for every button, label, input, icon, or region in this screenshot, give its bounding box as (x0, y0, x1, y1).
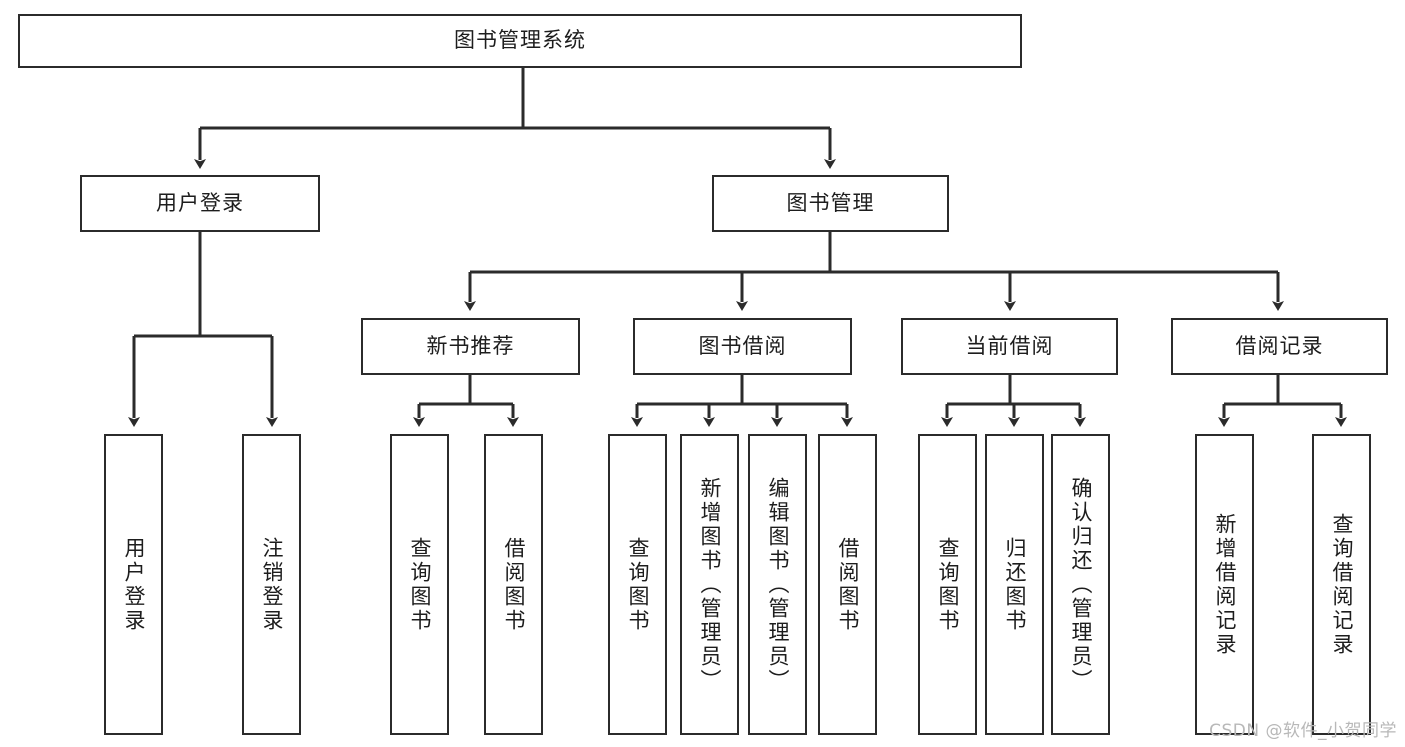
node-label: 查询图书 (936, 536, 960, 633)
watermark-text: CSDN @软件_小贺同学 (1209, 721, 1397, 741)
node-label: 新书推荐 (426, 333, 515, 358)
node-label: 新增图书（管理员） (698, 476, 722, 693)
node-borrow-record[interactable]: 借阅记录 (1171, 318, 1388, 375)
node-label: 查询图书 (626, 536, 650, 633)
node-label: 用户登录 (122, 536, 146, 633)
node-root-book-management-system[interactable]: 图书管理系统 (18, 14, 1022, 68)
node-label: 注销登录 (260, 536, 284, 633)
node-label: 图书管理 (786, 190, 875, 215)
leaf-query-book-borrow[interactable]: 查询图书 (608, 434, 667, 735)
node-user-login[interactable]: 用户登录 (80, 175, 320, 232)
leaf-user-login[interactable]: 用户登录 (104, 434, 163, 735)
node-current-borrow[interactable]: 当前借阅 (901, 318, 1118, 375)
leaf-add-borrow-record[interactable]: 新增借阅记录 (1195, 434, 1254, 735)
node-book-borrow[interactable]: 图书借阅 (633, 318, 852, 375)
leaf-query-borrow-record[interactable]: 查询借阅记录 (1312, 434, 1371, 735)
node-label: 借阅记录 (1235, 333, 1324, 358)
node-label: 借阅图书 (836, 536, 860, 633)
leaf-add-book-admin[interactable]: 新增图书（管理员） (680, 434, 739, 735)
leaf-logout-login[interactable]: 注销登录 (242, 434, 301, 735)
leaf-borrow-book[interactable]: 借阅图书 (818, 434, 877, 735)
node-label: 图书借阅 (698, 333, 787, 358)
leaf-borrow-book-recommend[interactable]: 借阅图书 (484, 434, 543, 735)
leaf-confirm-return-admin[interactable]: 确认归还（管理员） (1051, 434, 1110, 735)
node-new-book-recommend[interactable]: 新书推荐 (361, 318, 580, 375)
node-label: 确认归还（管理员） (1069, 476, 1093, 693)
node-label: 编辑图书（管理员） (766, 476, 790, 693)
leaf-edit-book-admin[interactable]: 编辑图书（管理员） (748, 434, 807, 735)
node-book-management[interactable]: 图书管理 (712, 175, 949, 232)
node-label: 归还图书 (1003, 536, 1027, 633)
leaf-return-book[interactable]: 归还图书 (985, 434, 1044, 735)
node-label: 借阅图书 (502, 536, 526, 633)
node-label: 新增借阅记录 (1213, 512, 1237, 657)
node-label: 当前借阅 (965, 333, 1054, 358)
node-label: 查询图书 (408, 536, 432, 633)
node-label: 图书管理系统 (454, 28, 586, 53)
node-label: 查询借阅记录 (1330, 512, 1354, 657)
leaf-query-book-current[interactable]: 查询图书 (918, 434, 977, 735)
node-label: 用户登录 (156, 190, 244, 215)
leaf-query-book-recommend[interactable]: 查询图书 (390, 434, 449, 735)
